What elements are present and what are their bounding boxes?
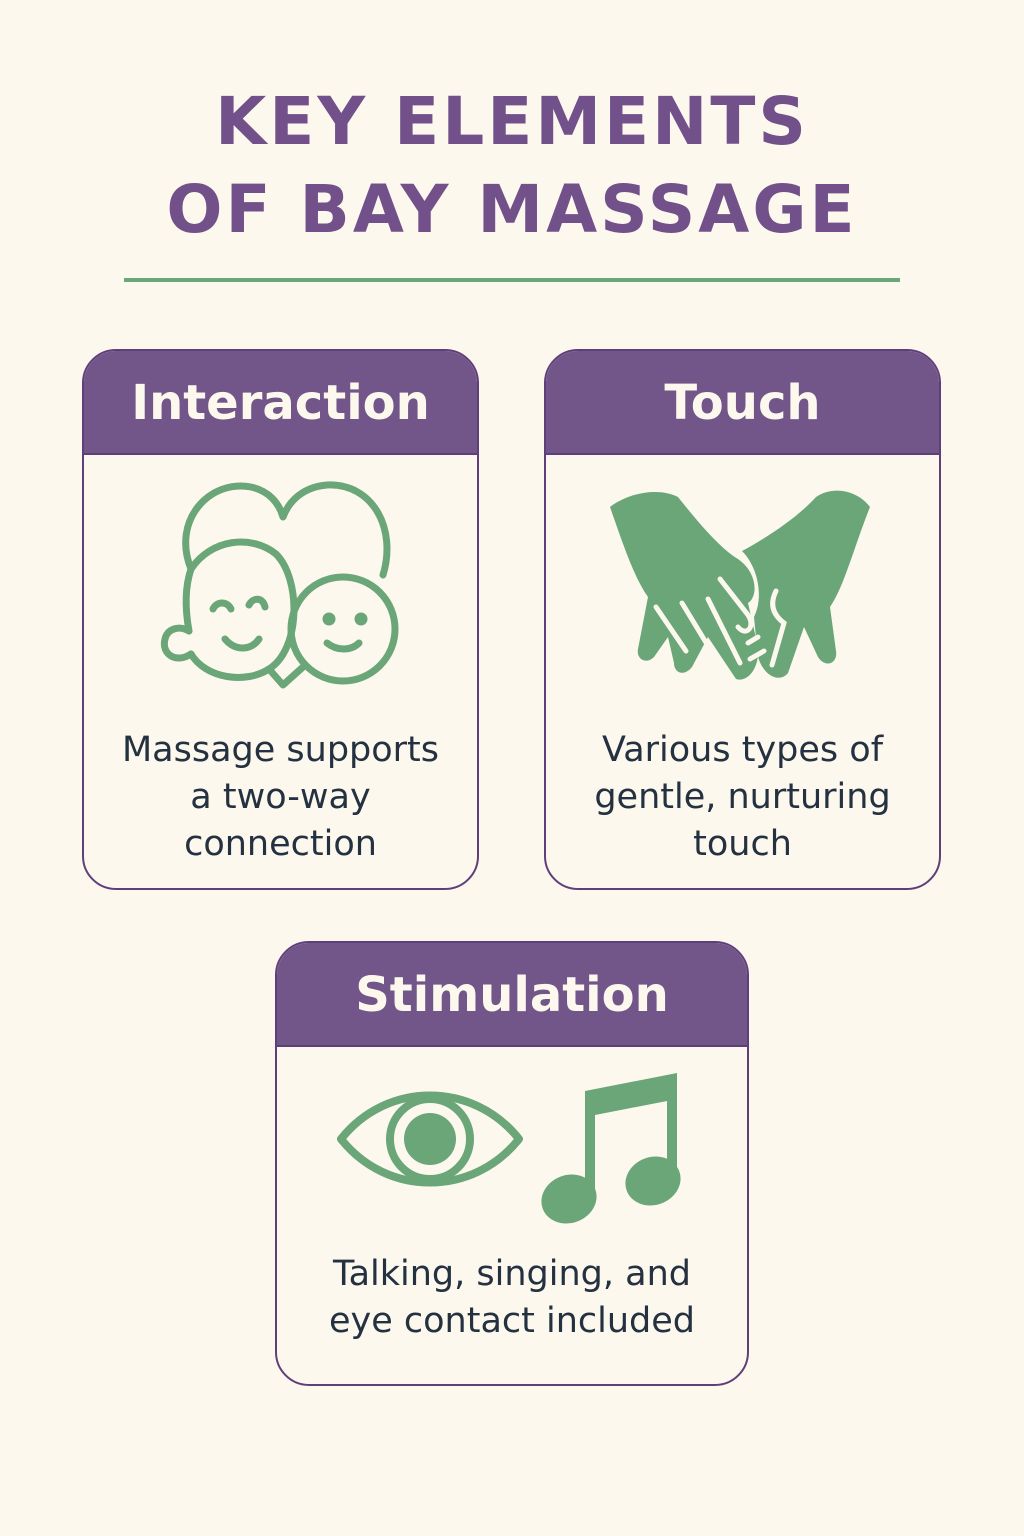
page-title: KEY ELEMENTS OF BAY MASSAGE <box>0 78 1024 254</box>
two-hands-touching-icon <box>546 487 939 697</box>
description-line: Talking, singing, and <box>333 1254 691 1294</box>
description-line: Various types of <box>601 730 884 770</box>
eye-icon <box>337 1091 523 1187</box>
description-line: Massage supports <box>121 730 440 770</box>
card-touch: Touch Various types of gentle, nurturing… <box>544 349 941 890</box>
description-line: a two-way <box>190 777 371 817</box>
description-line: eye contact included <box>328 1301 696 1341</box>
eye-and-music-note-icon <box>277 1071 747 1231</box>
heart-with-two-faces-icon <box>84 479 477 709</box>
card-description-touch: Various types of gentle, nurturing touch <box>546 727 939 868</box>
title-line-1: KEY ELEMENTS <box>215 83 809 160</box>
card-header-interaction: Interaction <box>84 351 477 455</box>
description-line: connection <box>184 824 377 864</box>
description-line: gentle, nurturing <box>594 777 891 817</box>
card-header-stimulation: Stimulation <box>277 943 747 1047</box>
card-description-stimulation: Talking, singing, and eye contact includ… <box>277 1251 747 1345</box>
card-stimulation: Stimulation Talking, singing, and eye co… <box>275 941 749 1386</box>
music-note-icon <box>541 1073 681 1224</box>
title-line-2: OF BAY MASSAGE <box>166 171 858 248</box>
card-header-touch: Touch <box>546 351 939 455</box>
description-line: touch <box>693 824 792 864</box>
title-divider <box>124 278 900 282</box>
card-description-interaction: Massage supports a two-way connection <box>84 727 477 868</box>
card-interaction: Interaction Massage supports a two-way c… <box>82 349 479 890</box>
